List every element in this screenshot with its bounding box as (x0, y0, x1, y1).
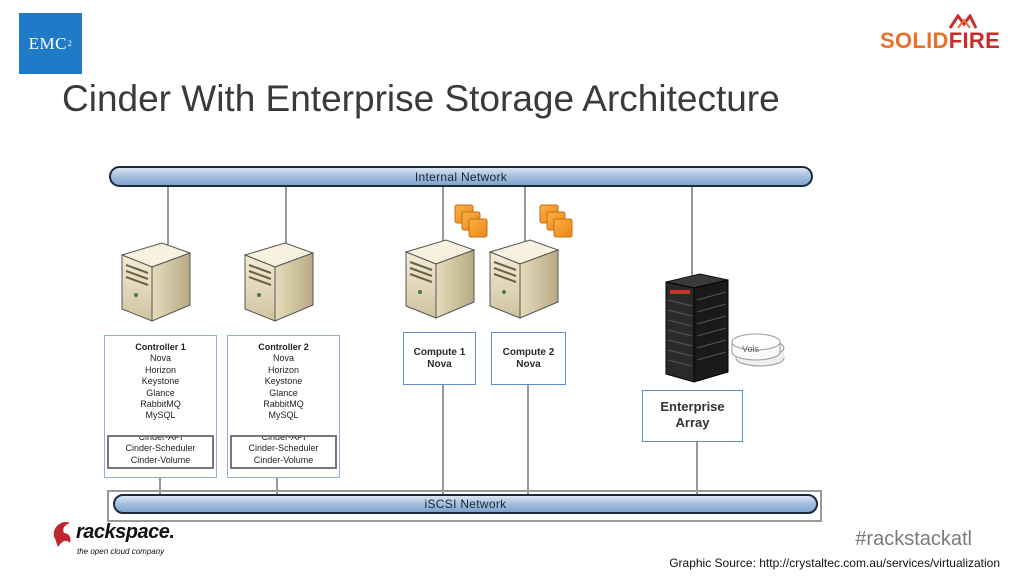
controller2-service: RabbitMQ (263, 399, 304, 410)
hashtag: #rackstackatl (855, 528, 972, 550)
compute2-server-icon (489, 239, 559, 319)
controller1-cinder-api: Cinder-API (138, 435, 183, 442)
compute1-vm-icon (454, 204, 488, 238)
enterprise-array-line2: Array (675, 415, 710, 430)
enterprise-array-rack-icon (665, 273, 729, 383)
internal-network-label: Internal Network (414, 169, 508, 184)
iscsi-network-frame (107, 490, 822, 522)
vols-label: Vols (742, 344, 760, 354)
controller1-title: Controller 1 (135, 342, 186, 352)
controller2-service: Nova (272, 353, 294, 364)
solidfire-logo: SOLIDFIRE (878, 14, 1008, 54)
rackspace-mark-icon (53, 521, 71, 547)
controller2-server-icon (244, 242, 314, 322)
iscsi-network-pipe: iSCSI Network (113, 494, 818, 514)
compute2-service: Nova (516, 359, 541, 370)
compute1-box: Compute 1 Nova (403, 332, 476, 385)
controller1-service: MySQL (145, 410, 176, 421)
controller1-service: RabbitMQ (140, 399, 181, 410)
emc-logo-sup: 2 (67, 39, 73, 48)
compute1-service: Nova (427, 359, 452, 370)
controller1-service: Keystone (141, 376, 180, 387)
controller2-cinder-volume: Cinder-Volume (253, 454, 314, 465)
page-title: Cinder With Enterprise Storage Architect… (62, 78, 780, 119)
controller2-service: Glance (269, 387, 298, 398)
compute2-vm-icon (539, 204, 573, 238)
controller1-cinder-scheduler: Cinder-Scheduler (125, 443, 196, 454)
controller1-service: Glance (146, 387, 175, 398)
controller2-box: Controller 2 Nova Horizon Keystone Glanc… (227, 335, 340, 478)
compute1-server-icon (405, 239, 475, 319)
controller1-service: Nova (149, 353, 171, 364)
iscsi-network-label: iSCSI Network (424, 497, 507, 511)
controller1-box: Controller 1 Nova Horizon Keystone Glanc… (104, 335, 217, 478)
controller2-title: Controller 2 (258, 342, 309, 352)
compute1-title: Compute 1 (413, 347, 466, 358)
rackspace-wordmark: rackspace. (76, 521, 175, 543)
vols-disk-icon: Vols (731, 333, 785, 367)
emc-logo-text: EMC (28, 33, 67, 53)
controller2-service: Keystone (264, 376, 303, 387)
solidfire-wordmark: SOLIDFIRE (880, 28, 1000, 54)
controller2-cinder-api: Cinder-API (261, 435, 306, 442)
enterprise-array-line1: Enterprise (660, 399, 725, 414)
solidfire-solid: SOLID (880, 28, 949, 53)
controller1-cinder-box: Cinder-API Cinder-Scheduler Cinder-Volum… (107, 435, 214, 469)
controller2-service: MySQL (268, 410, 299, 421)
solidfire-flame-icon (948, 14, 978, 29)
controller2-cinder-box: Cinder-API Cinder-Scheduler Cinder-Volum… (230, 435, 337, 469)
controller1-server-icon (121, 242, 191, 322)
controller2-service: Horizon (267, 364, 299, 375)
controller2-cinder-scheduler: Cinder-Scheduler (248, 443, 319, 454)
compute2-box: Compute 2 Nova (491, 332, 566, 385)
solidfire-fire: FIRE (948, 28, 1001, 53)
rackspace-logo: rackspace. the open cloud company (50, 519, 190, 559)
internal-network-pipe: Internal Network (109, 166, 813, 187)
enterprise-array-box: Enterprise Array (642, 390, 743, 442)
controller1-cinder-volume: Cinder-Volume (130, 454, 191, 465)
compute2-title: Compute 2 (502, 347, 555, 358)
rackspace-tagline: the open cloud company (77, 547, 165, 556)
controller1-service: Horizon (144, 364, 176, 375)
graphic-source: Graphic Source: http://crystaltec.com.au… (669, 556, 1000, 570)
